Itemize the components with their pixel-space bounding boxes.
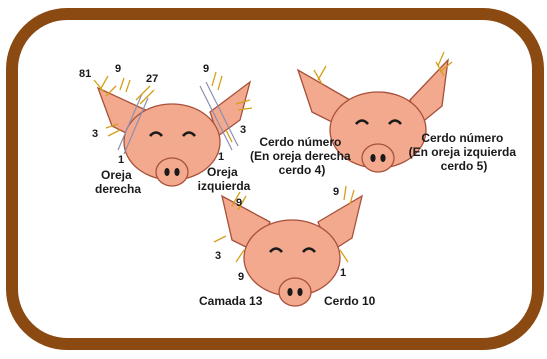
pig-bottom-pig-label: Cerdo 10 [324,294,376,308]
pig-left-number-9: 9 [115,63,121,75]
diagram-frame [12,14,538,344]
pig-left-nostril-right [174,168,179,176]
pig-bottom-number-9-top: 9 [236,197,242,209]
pig-left-nostril-left [164,168,169,176]
pig-bottom-number-9-right: 9 [333,186,339,198]
pig-right-nostril-left [370,154,375,162]
pig-bottom-number-3: 3 [215,250,221,262]
pig-bottom-litter-label: Camada 13 [199,294,263,308]
pig-left-number-1: 1 [118,154,124,166]
pig-left-number-81: 81 [79,68,91,80]
pig-left-right-ear-label: Oreja derecha [95,168,141,196]
pig-bottom-number-9-left: 9 [238,271,244,283]
pig-left-number-9-right: 9 [203,63,209,75]
pig-left-number-3: 3 [92,128,98,140]
pig-bottom-number-1: 1 [340,267,346,279]
pig-bottom-snout [279,278,311,306]
pig-right-snout [362,144,394,172]
pig-left-number-3-right: 3 [240,124,246,136]
pig-bottom-nostril-left [287,288,292,296]
pig-left-snout [156,158,188,186]
pig-left-number-1-right: 1 [218,151,224,163]
pig-bottom-nostril-right [297,288,302,296]
pig-right-nostril-right [380,154,385,162]
pig-left-number-27: 27 [146,73,158,85]
